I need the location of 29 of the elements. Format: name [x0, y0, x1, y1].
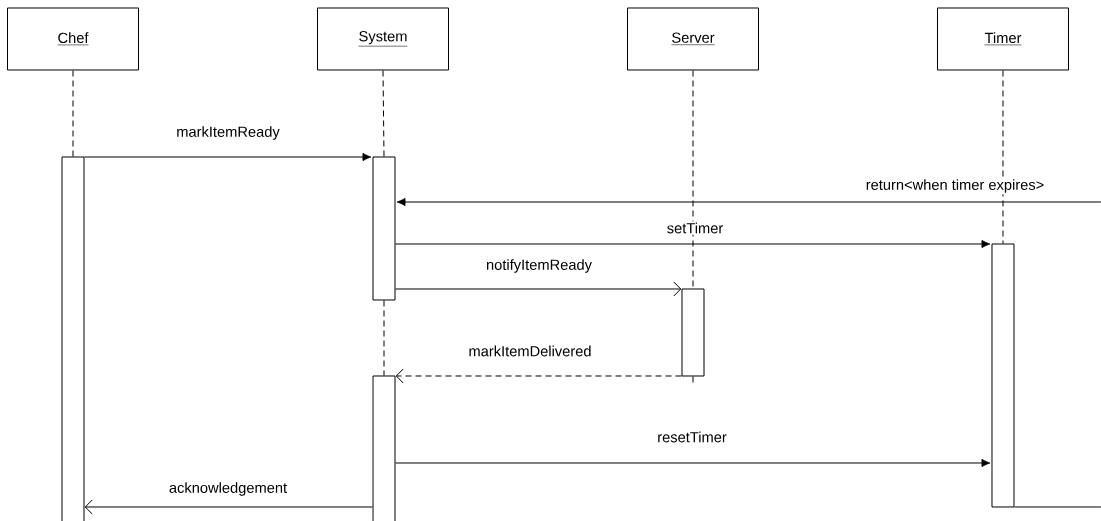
- participant-box: Chef: [7, 7, 139, 71]
- activation-bar: [991, 243, 1015, 508]
- lifeline: [1002, 70, 1004, 244]
- edge-label: markItemReady: [174, 124, 282, 142]
- message-arrow: [84, 152, 372, 162]
- message-arrow: [84, 499, 373, 515]
- message-arrow: [396, 197, 1101, 207]
- message-arrow: [395, 281, 682, 297]
- edge-label: acknowledgement: [167, 480, 289, 498]
- lifeline: [692, 70, 694, 289]
- edge-label: return<when timer expires>: [864, 177, 1046, 195]
- message-arrow: [395, 458, 991, 468]
- activation-bar: [61, 156, 85, 521]
- lifeline: [382, 70, 385, 157]
- message-arrow: [395, 368, 682, 384]
- edge-label: setTimer: [665, 221, 725, 235]
- message-arrow: [395, 239, 991, 249]
- activation-bar: [372, 156, 396, 301]
- participant-box: Server: [627, 7, 759, 71]
- activation-bar: [681, 288, 705, 377]
- activation-bar: [372, 375, 396, 521]
- participant-box: System: [317, 7, 449, 71]
- edge-label: markItemDelivered: [467, 344, 593, 358]
- lifeline: [692, 376, 694, 384]
- participant-box: Timer: [937, 7, 1069, 71]
- message-line: [1014, 506, 1101, 508]
- edge-label: resetTimer: [655, 430, 729, 444]
- edge-label: notifyItemReady: [484, 257, 594, 275]
- lifeline: [72, 70, 74, 157]
